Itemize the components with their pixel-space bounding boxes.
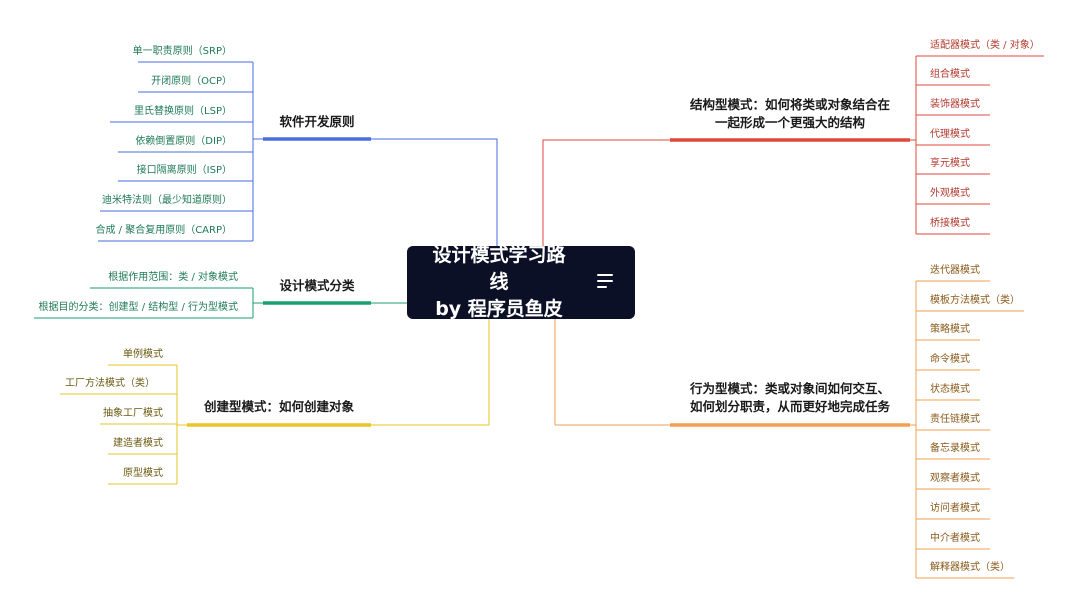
leaf-principle-3[interactable]: 里氏替换原则（LSP）: [134, 106, 232, 117]
leaf-structural-6[interactable]: 外观模式: [930, 188, 970, 199]
branch-structural-line1: 结构型模式：如何将类或对象结合在: [689, 97, 890, 112]
connector-root-principles: [371, 138, 498, 246]
leaf-behavioral-1[interactable]: 迭代器模式: [930, 265, 980, 276]
branch-behavioral-line1: 行为型模式：类或对象间如何交互、: [689, 381, 890, 396]
leaf-creational-2[interactable]: 工厂方法模式（类）: [65, 378, 155, 389]
connector-root-structural: [542, 139, 671, 246]
leaf-creational-3[interactable]: 抽象工厂模式: [103, 408, 163, 419]
leaf-creational-4[interactable]: 建造者模式: [113, 438, 163, 449]
connector-root-creational: [371, 319, 490, 426]
leaf-structural-3[interactable]: 装饰器模式: [930, 99, 980, 110]
leaf-classification-1[interactable]: 根据作用范围：类 / 对象模式: [108, 272, 238, 283]
leaf-behavioral-4[interactable]: 命令模式: [930, 354, 970, 365]
leaf-creational-1[interactable]: 单例模式: [123, 349, 163, 360]
branch-behavioral[interactable]: 行为型模式：类或对象间如何交互、 如何划分职责，从而更好地完成任务: [670, 380, 910, 416]
leaf-principle-7[interactable]: 合成 / 聚合复用原则（CARP）: [95, 225, 232, 236]
root-node[interactable]: 设计模式学习路线 by 程序员鱼皮: [407, 244, 635, 320]
leaf-principle-1[interactable]: 单一职责原则（SRP）: [132, 46, 232, 57]
connector-root-behavioral: [554, 319, 671, 426]
branch-structural[interactable]: 结构型模式：如何将类或对象结合在 一起形成一个更强大的结构: [670, 96, 910, 132]
root-title-line1: 设计模式学习路线: [432, 244, 566, 293]
leaf-principle-5[interactable]: 接口隔离原则（ISP）: [136, 165, 232, 176]
leaf-behavioral-11[interactable]: 解释器模式（类）: [930, 562, 1010, 573]
leaf-principle-6[interactable]: 迪米特法则（最少知道原则）: [102, 195, 232, 206]
branch-structural-line2: 一起形成一个更强大的结构: [714, 115, 865, 130]
branch-principles[interactable]: 软件开发原则: [279, 114, 355, 129]
leaf-structural-1[interactable]: 适配器模式（类 / 对象）: [930, 40, 1040, 51]
leaf-creational-5[interactable]: 原型模式: [123, 468, 163, 479]
leaf-behavioral-9[interactable]: 访问者模式: [930, 503, 980, 514]
leaf-behavioral-10[interactable]: 中介者模式: [930, 533, 980, 544]
leaf-principle-2[interactable]: 开闭原则（OCP）: [151, 76, 232, 87]
leaf-structural-7[interactable]: 桥接模式: [930, 218, 970, 229]
branch-behavioral-line2: 如何划分职责，从而更好地完成任务: [689, 399, 890, 414]
leaf-principle-4[interactable]: 依赖倒置原则（DIP）: [135, 136, 232, 147]
root-title: 设计模式学习路线 by 程序员鱼皮: [425, 242, 573, 323]
leaf-structural-5[interactable]: 享元模式: [930, 158, 970, 169]
leaf-behavioral-5[interactable]: 状态模式: [930, 384, 970, 395]
leaf-structural-2[interactable]: 组合模式: [930, 69, 970, 80]
leaf-behavioral-7[interactable]: 备忘录模式: [930, 443, 980, 454]
root-title-line2: by 程序员鱼皮: [435, 298, 563, 320]
menu-icon[interactable]: [597, 274, 613, 290]
branch-classification[interactable]: 设计模式分类: [279, 278, 355, 293]
leaf-structural-4[interactable]: 代理模式: [930, 129, 970, 140]
leaf-behavioral-8[interactable]: 观察者模式: [930, 473, 980, 484]
leaf-behavioral-6[interactable]: 责任链模式: [930, 414, 980, 425]
leaf-classification-2[interactable]: 根据目的分类：创建型 / 结构型 / 行为型模式: [38, 302, 238, 313]
leaf-behavioral-2[interactable]: 模板方法模式（类）: [930, 295, 1020, 306]
branch-creational[interactable]: 创建型模式：如何创建对象: [203, 399, 354, 414]
leaf-behavioral-3[interactable]: 策略模式: [930, 324, 970, 335]
